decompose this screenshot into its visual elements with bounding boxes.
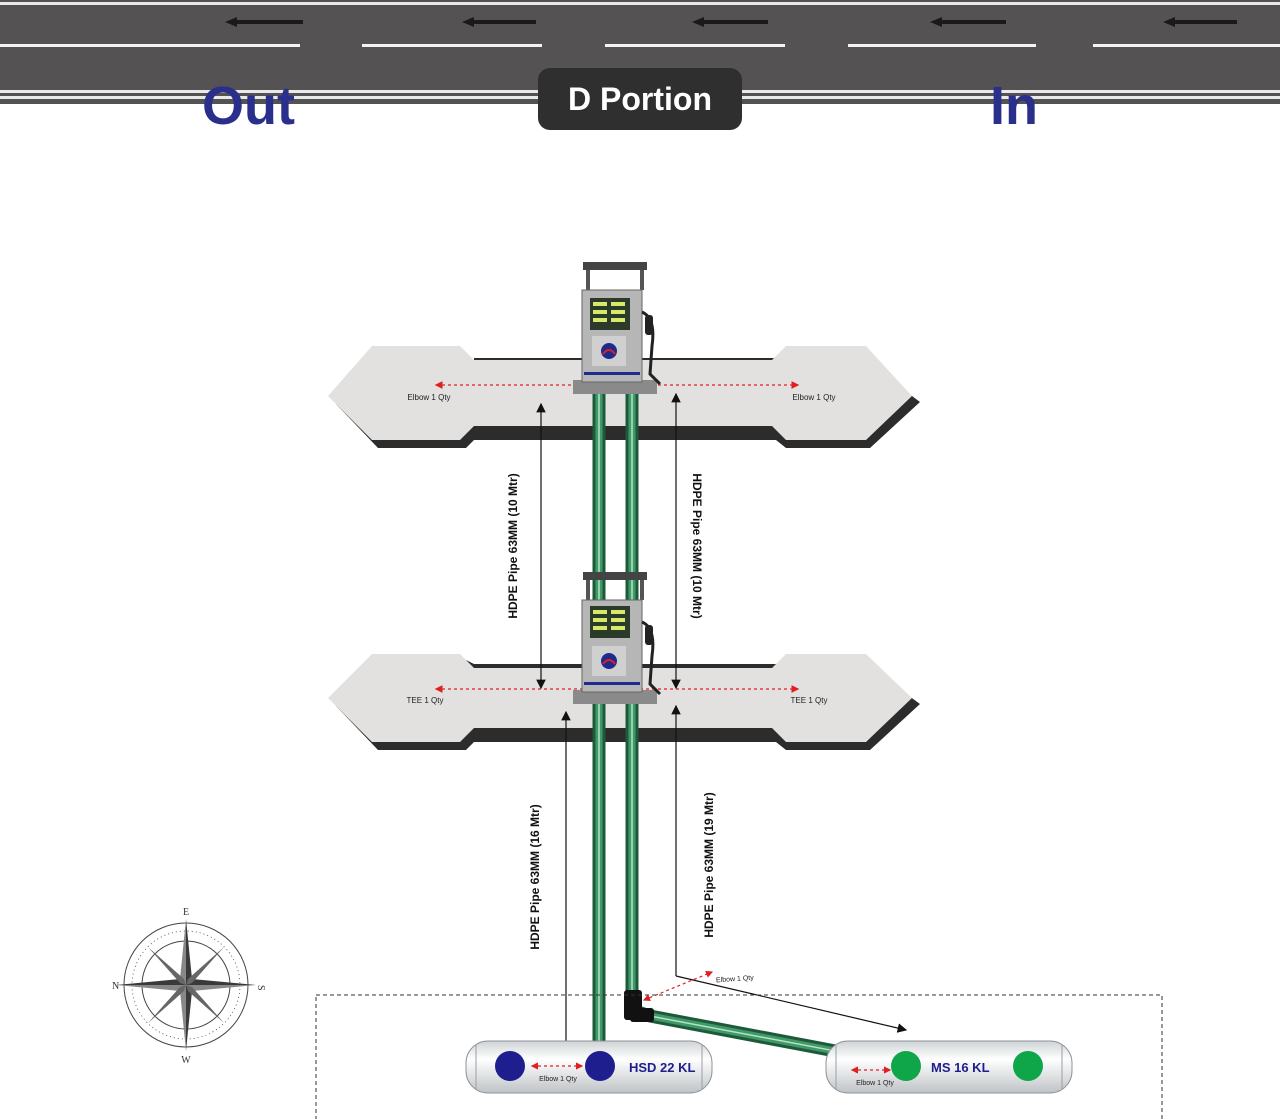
lane-marking xyxy=(605,44,785,47)
lane-marking xyxy=(848,44,1036,47)
pipe-bend-label: Elbow 1 Qty xyxy=(716,975,755,985)
dimension-arrow xyxy=(675,975,908,1033)
tank-ms xyxy=(825,1040,1073,1094)
compass-s: S xyxy=(255,985,266,991)
island-lower-right-label: TEE 1 Qty xyxy=(791,696,828,705)
direction-arrow-icon xyxy=(462,17,536,27)
fuel-dispenser-lower xyxy=(573,572,662,704)
tank-manhole xyxy=(891,1051,921,1081)
direction-arrow-icon xyxy=(1163,17,1237,27)
in-label: In xyxy=(990,76,1038,136)
tank-pit-boundary xyxy=(315,994,1163,1119)
pipe-upper-left-label: HDPE Pipe 63MM (10 Mtr) xyxy=(506,473,520,618)
tank-hsd-label: HSD 22 KL xyxy=(629,1060,696,1075)
tank-manhole xyxy=(585,1051,615,1081)
island-upper-right-label: Elbow 1 Qty xyxy=(792,393,835,402)
tank-manhole xyxy=(495,1051,525,1081)
island-upper-left-label: Elbow 1 Qty xyxy=(407,393,450,402)
island-lower-left-label: TEE 1 Qty xyxy=(407,696,444,705)
compass-e: E xyxy=(183,907,189,918)
tank-ms-fitting-label: Elbow 1 Qty xyxy=(856,1080,894,1087)
fuel-dispenser-upper xyxy=(573,262,662,394)
lane-marking xyxy=(0,44,300,47)
pipe-lower-right-label: HDPE Pipe 63MM (19 Mtr) xyxy=(702,792,716,937)
direction-arrow-icon xyxy=(930,17,1006,27)
road-top-edge xyxy=(0,2,1280,5)
direction-arrow-icon xyxy=(692,17,768,27)
portion-badge: D Portion xyxy=(538,68,742,130)
tank-hsd-fitting-label: Elbow 1 Qty xyxy=(539,1076,577,1083)
out-label: Out xyxy=(202,76,295,136)
tank-hsd xyxy=(465,1040,713,1094)
compass-n: N xyxy=(112,981,119,992)
direction-arrow-icon xyxy=(225,17,303,27)
tank-manhole xyxy=(1013,1051,1043,1081)
pipe-lower-left-label: HDPE Pipe 63MM (16 Mtr) xyxy=(528,804,542,949)
tank-ms-label: MS 16 KL xyxy=(931,1060,990,1075)
lane-marking xyxy=(1093,44,1280,47)
compass-rose-icon: N E S W xyxy=(112,907,266,1066)
pipe-upper-right-label: HDPE Pipe 63MM (10 Mtr) xyxy=(690,473,704,618)
compass-w: W xyxy=(181,1055,191,1066)
lane-marking xyxy=(362,44,542,47)
